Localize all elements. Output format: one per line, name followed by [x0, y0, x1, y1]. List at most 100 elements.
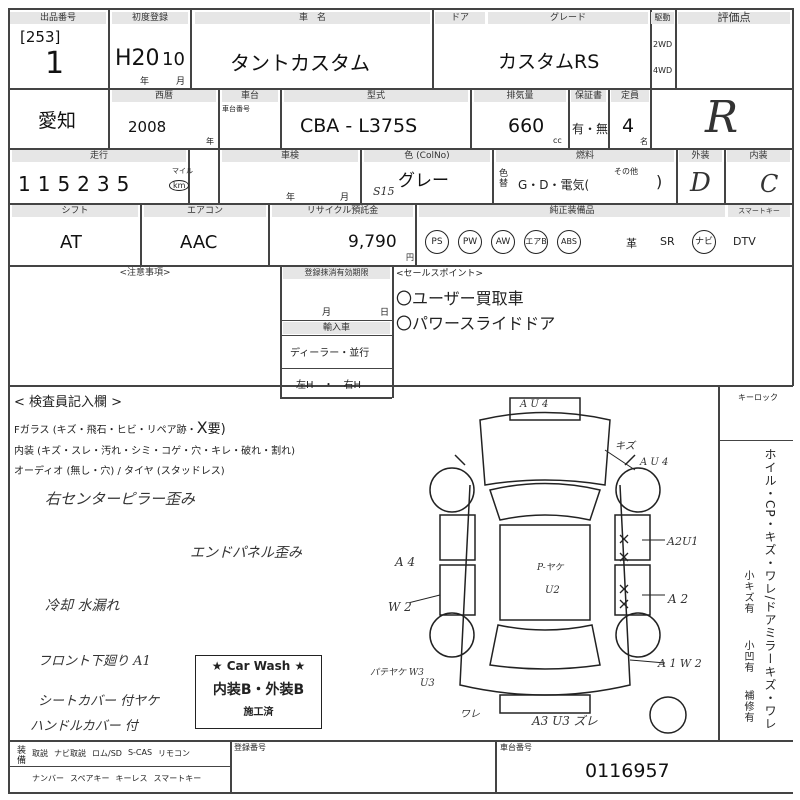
row-divider-4: [8, 265, 793, 267]
mark-bottom: A3 U3 ズレ: [532, 714, 598, 728]
options-label: 純正装備品: [419, 205, 725, 217]
sales-point-2: 〇パワースライドドア: [396, 314, 556, 333]
options-circled: PS PW AW エアB ABS: [425, 230, 581, 254]
col-line: [650, 8, 652, 148]
mark-wa: ワレ: [460, 709, 480, 720]
hand-note-4: フロント下廻り A1: [38, 654, 151, 669]
side-notes-vertical: ホイル・CP・キズ・ワレ/ドアミラーキズ・ワレ: [763, 448, 777, 731]
interior-note: 内装 (キズ・スレ・汚れ・シミ・コゲ・穴・キレ・破れ・割れ): [14, 446, 295, 457]
mirror-left: [454, 454, 466, 466]
displacement-label: 排気量: [474, 90, 566, 102]
wheel-rear-left: [429, 612, 475, 658]
border-bottom: [8, 792, 793, 794]
mark-left: A 4: [395, 555, 416, 569]
exterior-grade: D: [690, 168, 711, 198]
model-year: 2008: [128, 118, 167, 136]
lot-label: 出品番号: [10, 12, 106, 24]
grade-label: グレード: [488, 12, 648, 24]
fuel-other: その他: [614, 167, 638, 176]
vehicle-id-sub: 車台番号: [222, 105, 250, 113]
right-front-door: [614, 514, 651, 561]
mark-u2: U2: [545, 585, 560, 596]
mileage-value: 115235: [18, 172, 137, 196]
glass-mark: X: [196, 418, 208, 437]
equip-smart-key: スマートキー: [153, 774, 202, 783]
row-divider-1: [8, 88, 793, 90]
equip-remote: リモコン: [158, 749, 191, 758]
km-unit: km: [169, 180, 190, 191]
side-small-scratch: 小キズ有: [742, 570, 753, 614]
color-value: グレー: [398, 171, 449, 191]
fuel-label: 燃料: [496, 150, 674, 162]
registration-label: 登録番号: [234, 743, 266, 752]
damage-x: [619, 552, 629, 562]
row-divider-2: [8, 148, 793, 150]
equip-s-cas: S-CAS: [127, 748, 153, 757]
mark-a1w2: A 1 W 2: [658, 657, 702, 670]
hood-outline: [479, 411, 611, 486]
col-line: [492, 148, 494, 203]
car-diagram: [410, 397, 687, 734]
expiry-label: 登録抹消有効期限: [283, 267, 390, 279]
car-wash-body: 内装B・外装B: [212, 682, 305, 698]
hand-note-2: エンドパネル歪み: [190, 545, 302, 561]
col-line: [218, 88, 220, 148]
col-line: [190, 8, 192, 88]
col-line: [415, 203, 417, 265]
vehicle-id-label: 車台: [222, 90, 278, 102]
expiry-day-unit: 日: [380, 308, 390, 318]
sub-line: [280, 397, 392, 399]
door-label: ドア: [435, 12, 485, 24]
mark-top: A U 4: [520, 399, 549, 410]
displacement: 660: [508, 115, 545, 137]
drive-label: 駆動: [651, 12, 674, 24]
col-line: [140, 203, 142, 265]
equip-rom-sd: ロム/SD: [92, 749, 122, 758]
grade: カスタムRS: [498, 51, 600, 73]
interior-grade: C: [760, 170, 779, 198]
sales-point-1: 〇ユーザー買取車: [396, 289, 524, 308]
equip-spare-key: スペアキー: [70, 774, 110, 783]
mark-rear-left-2: U3: [420, 678, 435, 689]
caution-label: <注意事項>: [115, 267, 175, 279]
col-line: [188, 148, 190, 203]
prefecture: 愛知: [38, 110, 77, 132]
col-line: [568, 88, 570, 148]
pointer-line: [410, 594, 441, 604]
mark-a2u1: A2U1: [667, 535, 699, 548]
recycle-label: リサイクル預託金: [272, 205, 413, 217]
mark-cut: キズ: [615, 441, 635, 452]
expiry-month-unit: 月: [322, 308, 332, 318]
windshield-outline: [489, 482, 601, 521]
first-reg-label: 初度登録: [112, 12, 188, 24]
import-label: 輸入車: [283, 322, 390, 334]
wheel-rear-right: [615, 612, 661, 658]
capacity-label: 定員: [611, 90, 649, 102]
recycle-fee: 9,790: [348, 232, 397, 252]
car-wash-title: ★ Car Wash ★: [211, 659, 306, 673]
equip-navi-manual: ナビ取説: [54, 749, 86, 758]
hand-note-5: シートカバー 付ヤケ: [38, 694, 160, 709]
model-label: 型式: [284, 90, 468, 102]
ac-value: AAC: [180, 232, 218, 253]
side-repair: 補修有: [742, 690, 753, 723]
row-divider-6: [8, 740, 793, 742]
wheel-front-left: [429, 467, 475, 513]
color-label: 色 (ColNo): [364, 150, 490, 162]
chassis-label: 車台番号: [500, 743, 532, 752]
option-airbag: エアB: [524, 230, 548, 254]
sub-line: [280, 320, 392, 321]
col-line: [675, 8, 677, 88]
left-front-door: [439, 514, 476, 561]
capacity: 4: [622, 115, 635, 137]
shift-value: AT: [60, 232, 82, 253]
equipment-row-1: 取説 ナビ取説 ロム/SD S-CAS リモコン: [32, 748, 190, 759]
smart-key-label: スマートキー: [728, 205, 790, 217]
era-year: H20: [115, 46, 160, 71]
sub-line: [8, 766, 230, 767]
drive-2wd: 2WD: [653, 40, 673, 49]
warranty-label: 保証書: [571, 90, 606, 102]
side-small-dent: 小凹有: [742, 640, 753, 673]
car-wash-done: 施工済: [243, 707, 274, 718]
row-divider-3: [8, 203, 793, 205]
